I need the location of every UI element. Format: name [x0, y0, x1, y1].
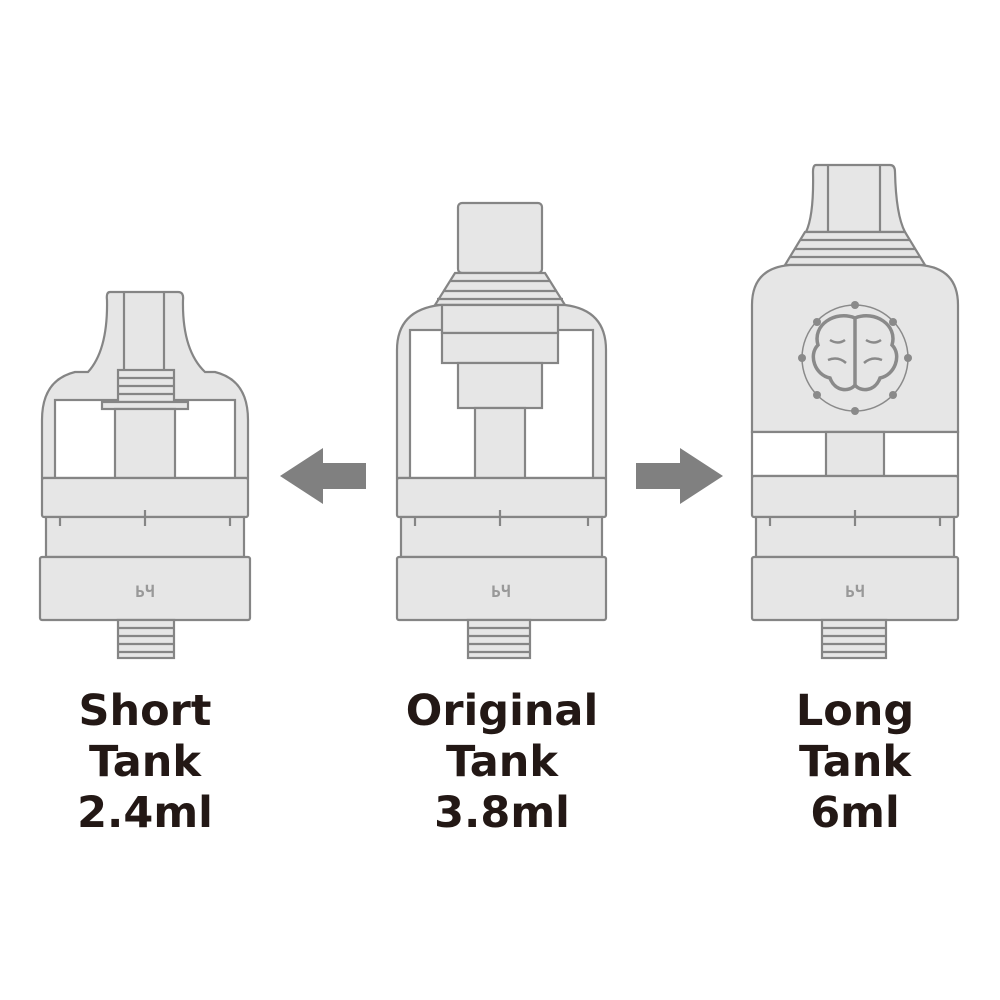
tank-word: Tank — [88, 737, 201, 787]
brand-mark-icon: ЬЧ — [135, 582, 154, 601]
short-tank-illustration: ЬЧ — [38, 290, 252, 660]
tank-name: Long — [795, 686, 915, 736]
original-tank-label: Original Tank 3.8ml — [372, 686, 632, 839]
tank-capacity: 6ml — [810, 788, 900, 838]
tank-word: Tank — [798, 737, 911, 787]
long-tank-illustration: ЬЧ — [750, 163, 960, 660]
tank-name: Short — [78, 686, 212, 736]
tank-capacity: 3.8ml — [434, 788, 570, 838]
brain-logo-icon — [798, 301, 912, 415]
short-tank-label: Short Tank 2.4ml — [15, 686, 275, 839]
svg-text:ЬЧ: ЬЧ — [491, 582, 510, 601]
long-tank-label: Long Tank 6ml — [725, 686, 985, 839]
arrow-left-icon — [280, 448, 366, 504]
tank-name: Original — [405, 686, 599, 736]
original-tank-illustration: ЬЧ — [395, 201, 608, 660]
arrow-right-icon — [636, 448, 723, 504]
tank-capacity: 2.4ml — [77, 788, 213, 838]
svg-text:ЬЧ: ЬЧ — [845, 582, 864, 601]
tank-word: Tank — [445, 737, 558, 787]
